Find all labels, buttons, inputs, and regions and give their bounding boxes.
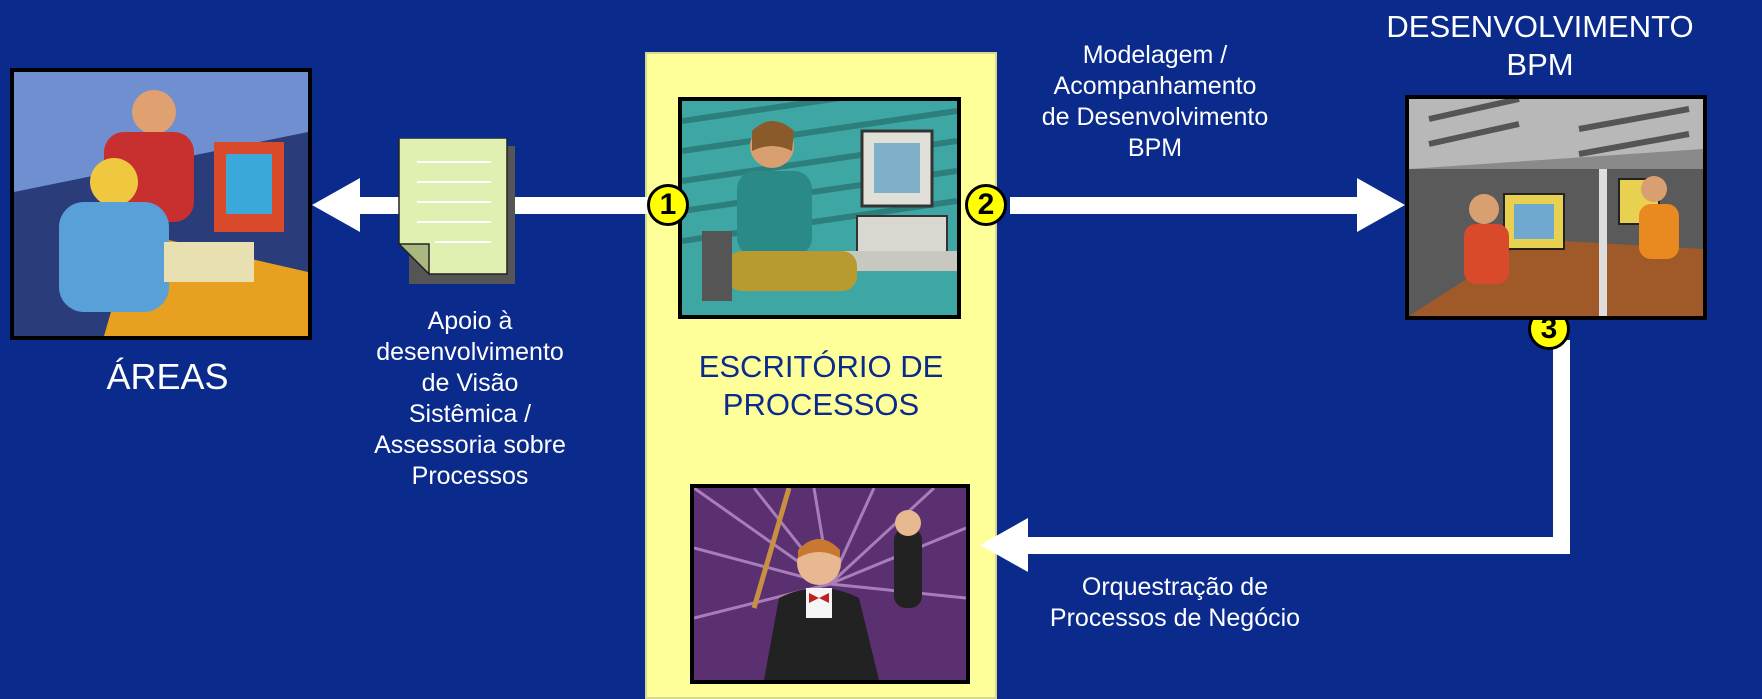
- office-worker-illustration: [678, 97, 961, 319]
- support-line-5: Assessoria sobre: [374, 431, 566, 459]
- support-line-6: Processos: [411, 462, 529, 490]
- process-office-label-line-2: PROCESSOS: [722, 387, 920, 422]
- orchestration-edge-label: Orquestração de Processos de Negócio: [1020, 572, 1330, 634]
- document-icon: [397, 138, 515, 284]
- support-line-2: desenvolvimento: [376, 338, 564, 366]
- process-office-label: ESCRITÓRIO DE PROCESSOS: [645, 348, 997, 424]
- support-line-3: de Visão: [421, 369, 519, 397]
- badge-2: 2: [965, 184, 1007, 226]
- modeling-line-2: Acompanhamento: [1053, 72, 1257, 100]
- modeling-line-4: BPM: [1127, 134, 1183, 162]
- bpm-team-illustration: [1405, 95, 1707, 320]
- conductor-illustration: [690, 484, 970, 684]
- modeling-edge-label: Modelagem / Acompanhamento de Desenvolvi…: [1020, 40, 1290, 164]
- orchestration-line-2: Processos de Negócio: [1049, 604, 1301, 632]
- bpm-label-line-1: DESENVOLVIMENTO: [1386, 9, 1694, 44]
- support-line-1: Apoio à: [427, 307, 513, 335]
- arrow-to-bpm: [1010, 178, 1405, 232]
- arrow-return-to-office: [980, 340, 1570, 572]
- areas-label: ÁREAS: [106, 356, 229, 397]
- orchestration-line-1: Orquestração de: [1081, 573, 1269, 601]
- support-line-4: Sistêmica /: [408, 400, 532, 428]
- areas-illustration: [10, 68, 312, 340]
- bpm-label-line-2: BPM: [1506, 47, 1574, 82]
- process-office-label-line-1: ESCRITÓRIO DE: [698, 349, 944, 384]
- modeling-line-3: de Desenvolvimento: [1041, 103, 1269, 131]
- support-edge-label: Apoio à desenvolvimento de Visão Sistêmi…: [340, 306, 600, 492]
- badge-1: 1: [647, 184, 689, 226]
- bpm-development-label: DESENVOLVIMENTO BPM: [1340, 8, 1740, 84]
- modeling-line-1: Modelagem /: [1082, 41, 1228, 69]
